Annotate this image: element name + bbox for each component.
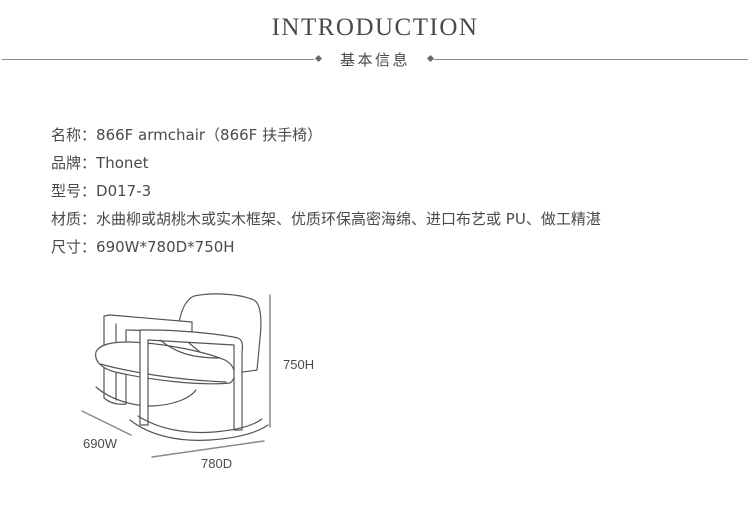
- spec-separator: ：: [81, 154, 97, 172]
- spec-separator: ：: [81, 210, 97, 228]
- spec-list: 名称：866F armchair（866F 扶手椅） 品牌：Thonet 型号：…: [51, 124, 601, 264]
- title-divider-left: [2, 59, 314, 60]
- spec-value: Thonet: [96, 154, 149, 172]
- spec-label: 名称: [51, 126, 82, 144]
- depth-dimension-label: 780D: [201, 456, 233, 471]
- spec-row-material: 材质：水曲柳或胡桃木或实木框架、优质环保高密海绵、进口布艺或 PU、做工精湛: [51, 208, 601, 236]
- height-dimension-label: 750H: [283, 357, 315, 372]
- seat-cushion-seam: [99, 363, 227, 383]
- spec-label: 尺寸: [51, 238, 82, 256]
- spec-label: 品牌: [51, 154, 82, 172]
- spec-label: 型号: [51, 182, 82, 200]
- spec-label: 材质: [51, 210, 82, 228]
- title-divider-right: [434, 59, 748, 60]
- spec-separator: ：: [81, 126, 97, 144]
- left-armrest-frame: [103, 314, 193, 405]
- armrest-cushion-line: [159, 339, 221, 359]
- width-dimension-line: [81, 410, 132, 436]
- spec-value: D017-3: [96, 182, 152, 200]
- page-title: INTRODUCTION: [271, 14, 479, 41]
- spec-row-size: 尺寸：690W*780D*750H: [51, 236, 601, 264]
- depth-dimension-line: [151, 440, 265, 458]
- spec-value: 866F armchair（866F 扶手椅）: [96, 126, 323, 144]
- spec-separator: ：: [81, 238, 97, 256]
- rear-rocker: [95, 386, 197, 407]
- spec-separator: ：: [81, 182, 97, 200]
- front-rocker: [129, 419, 269, 441]
- spec-row-brand: 品牌：Thonet: [51, 152, 601, 180]
- spec-value: 690W*780D*750H: [96, 238, 235, 256]
- spec-value: 水曲柳或胡桃木或实木框架、优质环保高密海绵、进口布艺或 PU、做工精湛: [96, 210, 601, 228]
- width-dimension-label: 690W: [83, 436, 117, 451]
- spec-row-model: 型号：D017-3: [51, 180, 601, 208]
- front-rocker-inner: [137, 415, 263, 434]
- page-subtitle: 基本信息: [339, 51, 410, 69]
- spec-row-name: 名称：866F armchair（866F 扶手椅）: [51, 124, 601, 152]
